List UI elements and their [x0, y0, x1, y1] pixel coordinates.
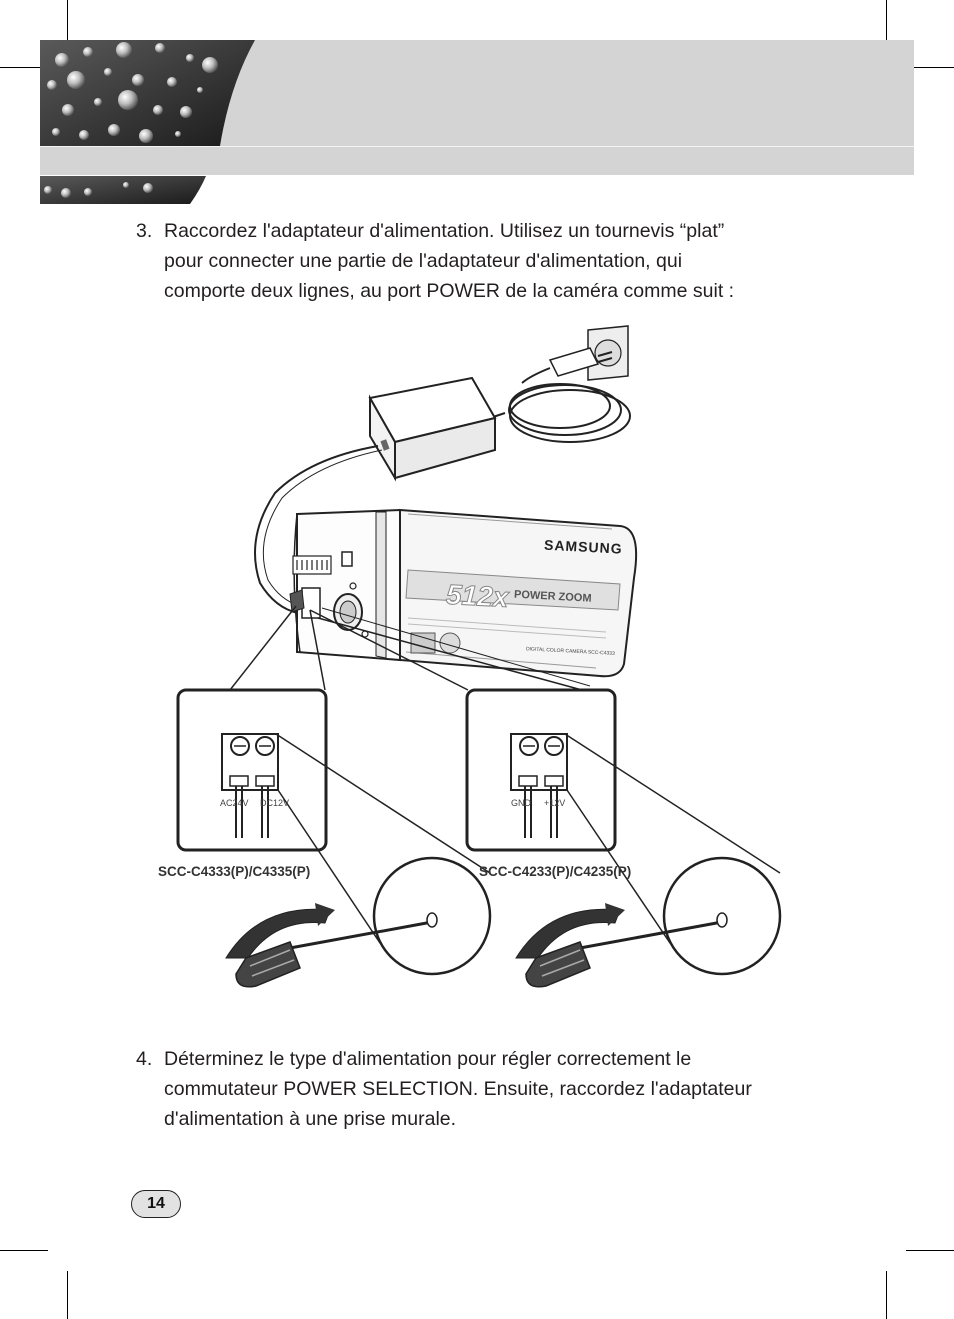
- step-number: 3.: [136, 220, 153, 242]
- step-line: comporte deux lignes, au port POWER de l…: [164, 280, 735, 302]
- camera-body: [289, 508, 638, 678]
- right-screwdriver-detail: [515, 856, 782, 988]
- left-screwdriver-detail: [225, 856, 492, 988]
- camera-model-text: DIGITAL COLOR CAMERA SCC-C4333: [526, 646, 615, 657]
- power-adapter: [368, 376, 497, 482]
- step-text: Raccordez l'adaptateur d'alimentation. U…: [164, 216, 734, 306]
- terminal-label-ac24v: AC24V: [220, 798, 249, 808]
- crop-mark: [0, 67, 48, 68]
- crop-mark: [906, 67, 954, 68]
- crop-mark: [67, 1271, 68, 1319]
- header-divider: [40, 146, 914, 147]
- crop-mark: [886, 1271, 887, 1319]
- step-line: d'alimentation à une prise murale.: [164, 1108, 457, 1130]
- step-text: Déterminez le type d'alimentation pour r…: [164, 1044, 752, 1134]
- zoom-badge: 512x: [445, 579, 510, 613]
- power-cable-coil: [449, 383, 631, 443]
- step-line: Déterminez le type d'alimentation pour r…: [164, 1048, 692, 1070]
- step-line: pour connecter une partie de l'adaptateu…: [164, 250, 683, 272]
- header-strip: [40, 147, 914, 175]
- crop-mark: [906, 1250, 954, 1251]
- terminal-label-dc12v: DC12V: [260, 798, 289, 808]
- step-3: 3. Raccordez l'adaptateur d'alimentation…: [136, 216, 836, 308]
- right-terminal-callout: [465, 688, 617, 852]
- crop-mark: [67, 0, 68, 48]
- wall-outlet: [521, 325, 629, 384]
- step-number: 4.: [136, 1048, 153, 1070]
- camera-brand: SAMSUNG: [544, 537, 623, 557]
- left-terminal-callout: [176, 688, 328, 852]
- step-line: Raccordez l'adaptateur d'alimentation. U…: [164, 220, 725, 242]
- crop-mark: [886, 0, 887, 48]
- zoom-label: POWER ZOOM: [514, 589, 592, 605]
- left-model-label: SCC-C4333(P)/C4335(P): [158, 864, 311, 879]
- page-number: 14: [131, 1190, 181, 1218]
- right-model-label: SCC-C4233(P)/C4235(P): [479, 864, 632, 879]
- power-connection-illustration: SAMSUNG 512x POWER ZOOM DIGITAL COLOR CA…: [176, 325, 782, 988]
- crop-mark: [0, 1250, 48, 1251]
- step-4: 4. Déterminez le type d'alimentation pou…: [136, 1044, 836, 1136]
- terminal-label-gnd: GND: [511, 798, 532, 808]
- step-line: commutateur POWER SELECTION. Ensuite, ra…: [164, 1078, 752, 1100]
- water-droplets-decoration: [40, 40, 255, 204]
- terminal-label-12v: +12V: [544, 798, 565, 808]
